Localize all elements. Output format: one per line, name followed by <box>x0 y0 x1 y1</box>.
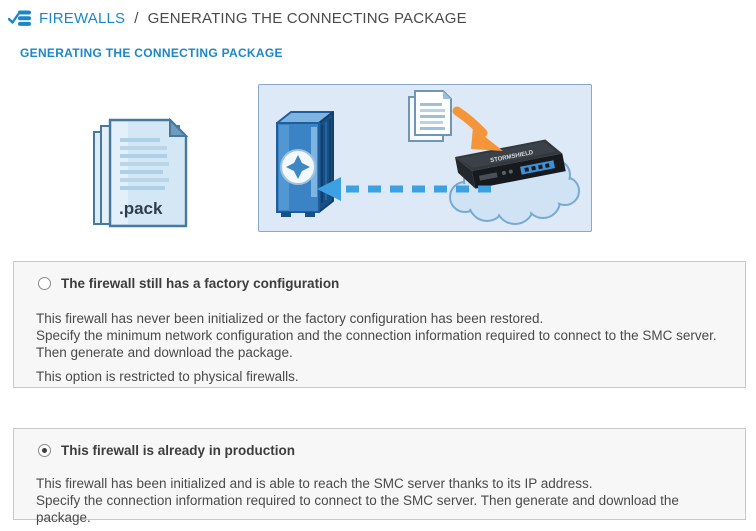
package-to-firewall-arrow-icon <box>452 106 503 151</box>
firewall-appliance-icon: STORMSHIELD <box>455 139 566 189</box>
firewall-to-server-arrow-icon <box>317 177 491 201</box>
option-factory-description: This firewall has never been initialized… <box>36 310 723 385</box>
option-production-label[interactable]: This firewall is already in production <box>61 443 296 458</box>
breadcrumb-separator: / <box>134 10 139 27</box>
option-factory-label[interactable]: The firewall still has a factory configu… <box>61 276 340 291</box>
description-line: This firewall has never been initialized… <box>36 311 544 326</box>
breadcrumb: FIREWALLS / GENERATING THE CONNECTING PA… <box>8 9 467 28</box>
description-line: This firewall has been initialized and i… <box>36 476 593 491</box>
radio-factory-configuration[interactable] <box>38 277 51 290</box>
radio-already-in-production[interactable] <box>38 444 51 457</box>
package-files-icon <box>408 90 452 142</box>
breadcrumb-current-page: GENERATING THE CONNECTING PACKAGE <box>147 10 467 27</box>
description-note: This option is restricted to physical fi… <box>36 369 299 384</box>
firewalls-list-icon <box>8 9 32 28</box>
option-factory-choice[interactable]: The firewall still has a factory configu… <box>38 276 339 291</box>
connection-diagram: STORMSHIELD <box>258 84 592 232</box>
page-title: GENERATING THE CONNECTING PACKAGE <box>20 46 283 60</box>
option-production-choice[interactable]: This firewall is already in production <box>38 443 295 458</box>
description-line: Specify the connection information requi… <box>36 493 679 525</box>
option-box-factory-configuration: The firewall still has a factory configu… <box>13 261 746 388</box>
option-box-already-in-production: This firewall is already in production T… <box>13 428 746 525</box>
option-production-description: This firewall has been initialized and i… <box>36 475 723 526</box>
description-line: Specify the minimum network configuratio… <box>36 328 717 360</box>
pack-file-icon: .pack <box>92 115 190 236</box>
pack-extension-label: .pack <box>119 199 163 218</box>
breadcrumb-firewalls-link[interactable]: FIREWALLS <box>39 10 126 27</box>
smc-server-icon <box>276 111 334 217</box>
